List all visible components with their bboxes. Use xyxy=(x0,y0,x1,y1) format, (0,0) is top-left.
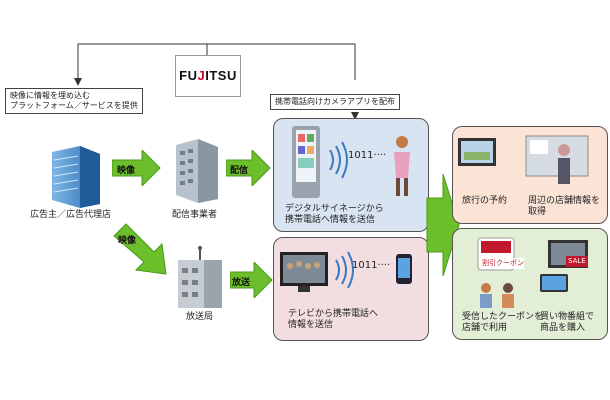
camera-app-callout: 携帯電話向けカメラアプリを配布 xyxy=(270,94,400,110)
purchase-line1: 買い物番組で xyxy=(540,312,595,322)
coupon-card-label: 割引クーポン xyxy=(482,258,524,269)
video-arrow-2-label: 映像 xyxy=(118,236,137,246)
tv-illustration xyxy=(280,251,412,292)
broadcast-arrow xyxy=(230,262,273,298)
advertiser-label: 広告主／広告代理店 xyxy=(30,210,112,220)
broadcast-arrow-label: 放送 xyxy=(232,278,251,288)
video-arrow-2 xyxy=(113,223,167,275)
sale-tag: SALE xyxy=(566,256,588,267)
advertiser-building-icon xyxy=(52,146,100,208)
logo-j-letter: J xyxy=(197,68,206,83)
signage-caption-line1: デジタルサイネージから xyxy=(285,204,384,214)
delivery-arrow xyxy=(226,150,271,186)
tv-caption-line1: テレビから携帯電話へ xyxy=(288,309,379,319)
signage-caption-line2: 携帯電話へ情報を送信 xyxy=(285,215,376,225)
video-arrow-1 xyxy=(112,150,161,186)
tv-signal-code: 1011···· xyxy=(352,260,390,271)
coupon-use-line1: 受信したクーポンを xyxy=(462,312,544,322)
broadcaster-label: 放送局 xyxy=(186,312,214,322)
platform-callout-line1: 映像に情報を埋め込む xyxy=(10,91,90,100)
platform-callout: 映像に情報を埋め込む プラットフォーム／サービスを提供 xyxy=(5,88,143,114)
video-arrow-1-label: 映像 xyxy=(117,166,136,176)
signage-signal-digits: 1011 xyxy=(348,150,374,161)
purchase-line2: 商品を購入 xyxy=(540,323,586,333)
coupon-use-line2: 店舗で利用 xyxy=(462,323,508,333)
camera-app-callout-text: 携帯電話向けカメラアプリを配布 xyxy=(275,97,395,106)
logo-text: FUJITSU xyxy=(179,68,237,83)
result-bottom-illustration xyxy=(477,237,588,308)
shop-info-line2: 取得 xyxy=(528,207,547,217)
delivery-arrow-label: 配信 xyxy=(230,166,249,176)
result-top-illustration xyxy=(458,135,589,184)
signage-signal-dots: ···· xyxy=(373,150,387,161)
tv-signal-digits: 1011 xyxy=(352,260,378,271)
merge-arrow xyxy=(426,173,460,277)
fujitsu-logo: FUJITSU xyxy=(175,55,241,97)
tv-caption-line2: 情報を送信 xyxy=(288,320,334,330)
travel-booking-label: 旅行の予約 xyxy=(462,196,508,206)
distributor-building-icon xyxy=(176,139,218,203)
shop-info-line1: 周辺の店舗情報を xyxy=(528,196,601,206)
signage-signal-code: 1011···· xyxy=(348,150,386,161)
broadcaster-building-icon xyxy=(178,246,222,308)
distributor-label: 配信事業者 xyxy=(172,210,218,220)
signage-illustration xyxy=(292,126,410,198)
tv-signal-dots: ···· xyxy=(377,260,391,271)
platform-callout-line2: プラットフォーム／サービスを提供 xyxy=(10,101,138,110)
